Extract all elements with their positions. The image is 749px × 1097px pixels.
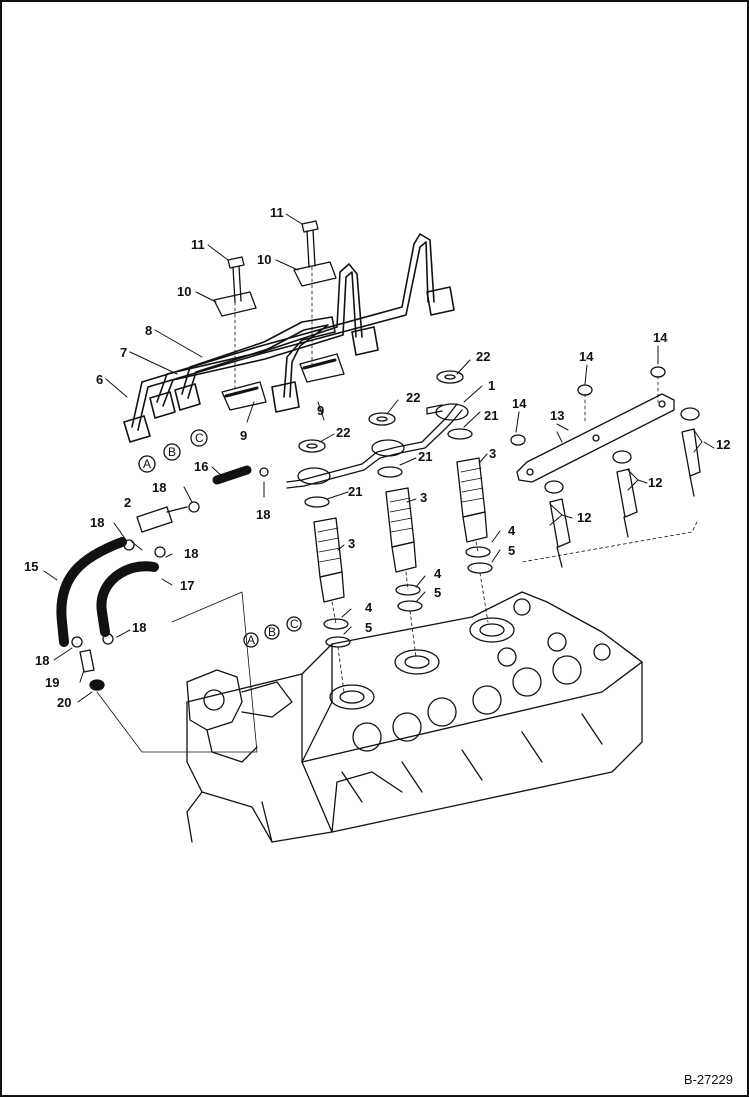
- callout-12: 12: [577, 510, 591, 525]
- callout-21: 21: [418, 449, 432, 464]
- callout-3: 3: [348, 536, 355, 551]
- callout-2: 2: [124, 495, 131, 510]
- callout-15: 15: [24, 559, 38, 574]
- callout-12: 12: [648, 475, 662, 490]
- letter-b: B: [268, 625, 276, 639]
- leader-lines: [43, 213, 715, 703]
- glow-plug-bus-bar: [510, 366, 701, 568]
- callout-9: 9: [240, 428, 247, 443]
- leak-off-pipe: [286, 403, 469, 489]
- injection-pipes: [123, 233, 455, 443]
- callout-18: 18: [90, 515, 104, 530]
- hose-clips: [71, 467, 269, 648]
- letter-c: C: [195, 431, 204, 445]
- cylinder-head: [186, 591, 643, 843]
- callout-22: 22: [476, 349, 490, 364]
- callout-10: 10: [257, 252, 271, 267]
- callout-18: 18: [132, 620, 146, 635]
- callout-17: 17: [180, 578, 194, 593]
- callout-1: 1: [488, 378, 495, 393]
- callout-22: 22: [406, 390, 420, 405]
- washers: [298, 370, 473, 508]
- pipe-letter-circles: [138, 429, 302, 648]
- fuel-return-hoses: [56, 465, 258, 753]
- callout-9: 9: [317, 403, 324, 418]
- callout-4: 4: [508, 523, 516, 538]
- callout-10: 10: [177, 284, 191, 299]
- callout-16: 16: [194, 459, 208, 474]
- callout-3: 3: [420, 490, 427, 505]
- callout-21: 21: [348, 484, 362, 499]
- callout-7: 7: [120, 345, 127, 360]
- callout-5: 5: [434, 585, 441, 600]
- letter-c: C: [290, 617, 299, 631]
- callout-5: 5: [508, 543, 515, 558]
- callout-8: 8: [145, 323, 152, 338]
- callout-19: 19: [45, 675, 59, 690]
- figure-code: B-27229: [683, 1072, 733, 1087]
- callout-14: 14: [512, 396, 527, 411]
- callout-18: 18: [152, 480, 166, 495]
- callout-11: 11: [191, 237, 205, 252]
- callout-20: 20: [57, 695, 71, 710]
- callout-18: 18: [184, 546, 198, 561]
- letter-a: A: [247, 633, 255, 647]
- callout-18: 18: [256, 507, 270, 522]
- letter-b: B: [168, 445, 176, 459]
- letter-a: A: [143, 457, 151, 471]
- callout-22: 22: [336, 425, 350, 440]
- callout-3: 3: [489, 446, 496, 461]
- pipe-clamps: [213, 220, 345, 411]
- callout-5: 5: [365, 620, 372, 635]
- callout-13: 13: [550, 408, 564, 423]
- callout-21: 21: [484, 408, 498, 423]
- callout-11: 11: [270, 205, 284, 220]
- callout-18: 18: [35, 653, 49, 668]
- callout-4: 4: [434, 566, 442, 581]
- callout-14: 14: [579, 349, 594, 364]
- callout-4: 4: [365, 600, 373, 615]
- injector-nozzles: [313, 457, 493, 693]
- callout-14: 14: [653, 330, 668, 345]
- callout-12: 12: [716, 437, 730, 452]
- callout-6: 6: [96, 372, 103, 387]
